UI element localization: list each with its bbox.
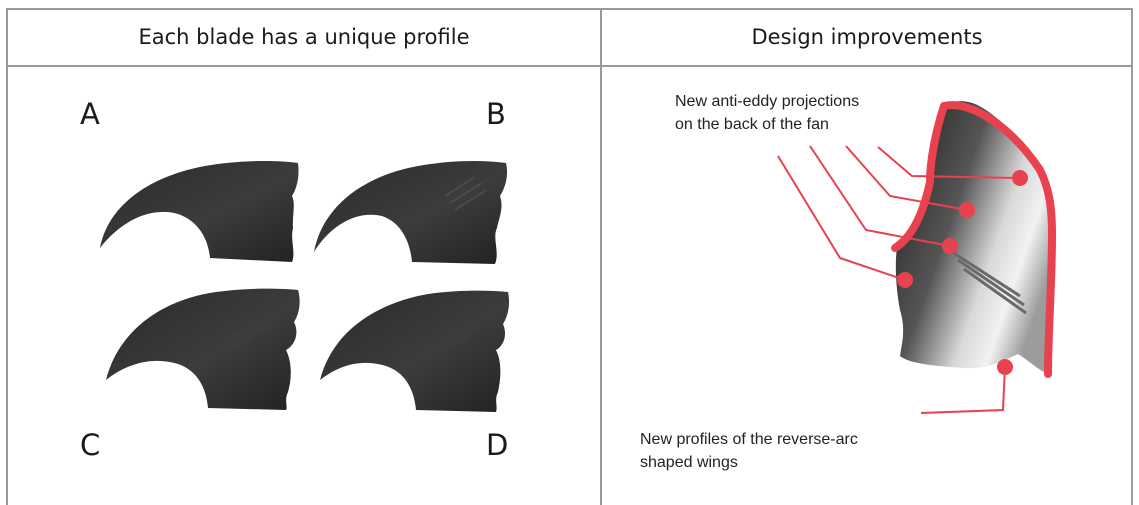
blade-label-c: C (80, 428, 101, 462)
blade-b-image (314, 161, 508, 264)
callout-lines (777, 145, 1021, 414)
column-divider (600, 8, 602, 505)
left-column-title: Each blade has a unique profile (138, 25, 470, 49)
callout-reverse-arc: New profiles of the reverse-arc shaped w… (640, 428, 858, 474)
callout-reverse-arc-line-2: shaped wings (640, 454, 738, 471)
right-column-title: Design improvements (751, 25, 983, 49)
callout-reverse-arc-line-1: New profiles of the reverse-arc (640, 431, 858, 448)
blade-detail-image (891, 101, 1056, 378)
blade-label-d: D (486, 428, 509, 462)
blade-c-image (106, 288, 300, 410)
header-divider (6, 65, 1133, 67)
blade-label-a: A (80, 97, 100, 131)
callout-dots (897, 170, 1028, 375)
callout-anti-eddy: New anti-eddy projections on the back of… (675, 90, 859, 136)
blade-label-b: B (486, 97, 506, 131)
blade-d-image (320, 290, 510, 412)
callout-anti-eddy-line-1: New anti-eddy projections (675, 93, 860, 110)
callout-anti-eddy-line-2: on the back of the fan (675, 116, 829, 133)
comparison-table (6, 8, 1133, 505)
blade-a-image (100, 161, 299, 262)
